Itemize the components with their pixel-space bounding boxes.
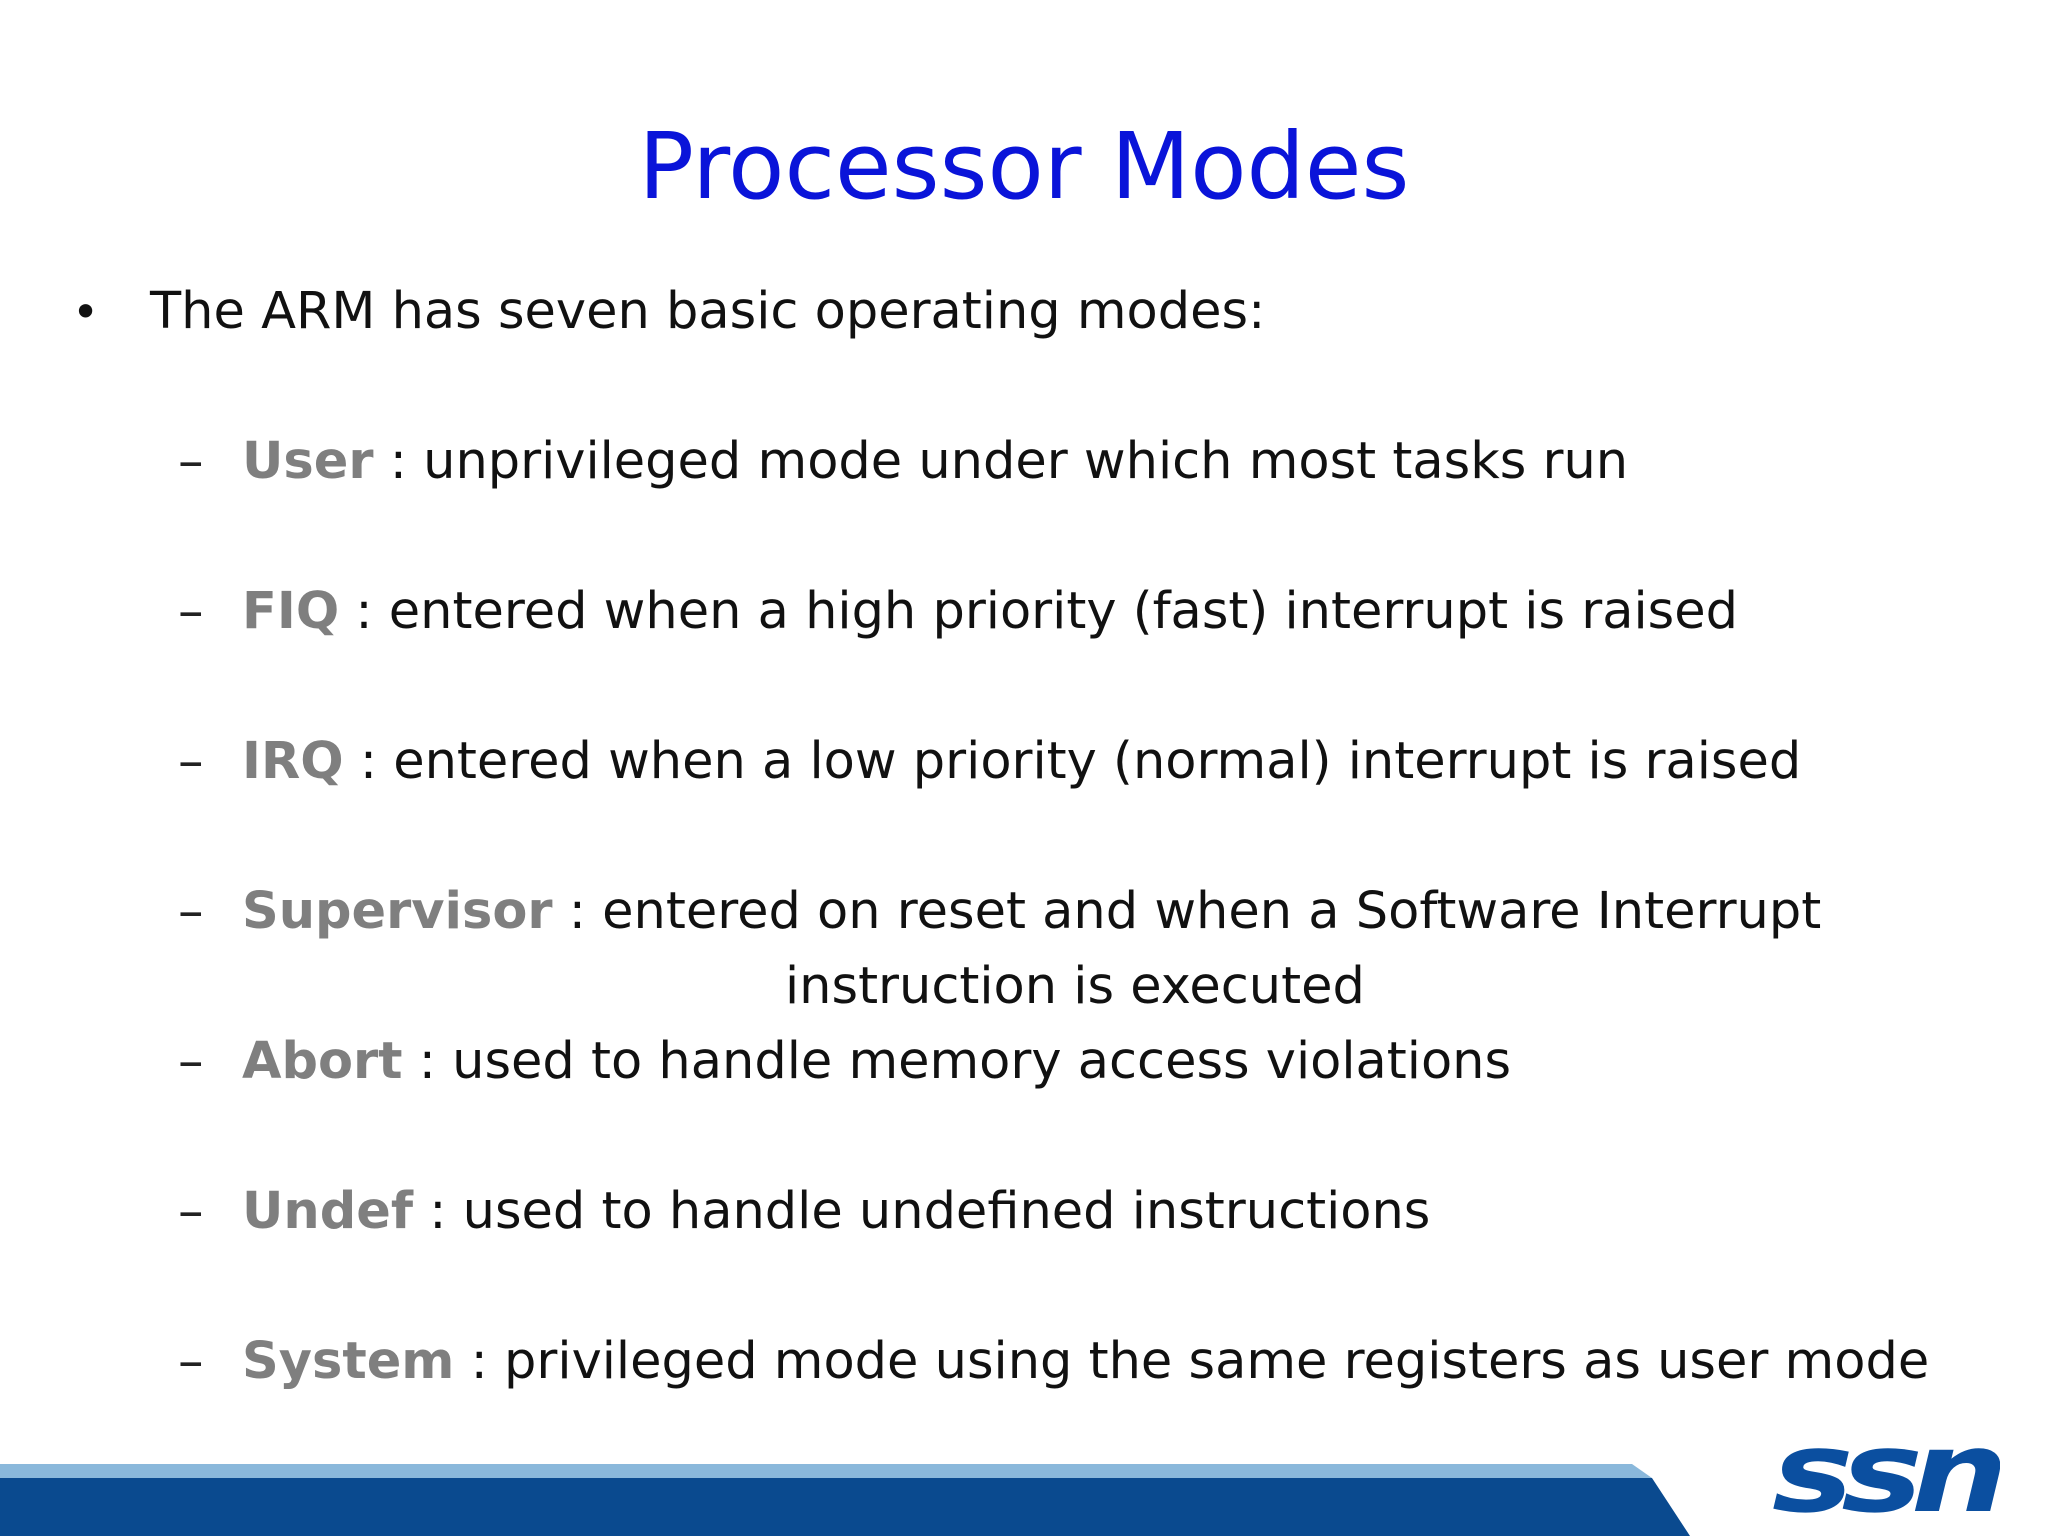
ssn-logo-text: ssn [1772, 1425, 2000, 1525]
mode-description: : entered when a low priority (normal) i… [343, 732, 1802, 791]
mode-name: FIQ [242, 582, 340, 641]
footer-band-dark [0, 1478, 1690, 1536]
mode-item-supervisor: –Supervisor : entered on reset and when … [178, 882, 1821, 942]
mode-name: Undef [242, 1182, 414, 1241]
footer-band-light [0, 1464, 1652, 1478]
slide-title: Processor Modes [638, 113, 1410, 220]
mode-item-irq: –IRQ : entered when a low priority (norm… [178, 732, 1801, 792]
mode-description: : used to handle memory access violation… [402, 1032, 1512, 1091]
bullet-intro: • The ARM has seven basic operating modes… [72, 282, 1265, 342]
mode-item-user: –User : unprivileged mode under which mo… [178, 432, 1628, 492]
bullet-intro-text: The ARM has seven basic operating modes: [150, 282, 1266, 341]
mode-description-continuation: instruction is executed [785, 957, 1365, 1016]
mode-description: : used to handle undefined instructions [413, 1182, 1431, 1241]
dash-marker: – [178, 1032, 204, 1091]
dash-marker: – [178, 882, 204, 941]
mode-description: : unprivileged mode under which most tas… [373, 432, 1629, 491]
dash-marker: – [178, 582, 204, 641]
mode-name: Supervisor [242, 882, 553, 941]
mode-name: System [242, 1332, 455, 1391]
bullet-dot: • [72, 285, 100, 339]
mode-name: User [242, 432, 374, 491]
ssn-logo: ssn [1772, 1425, 2000, 1525]
dash-marker: – [178, 1332, 204, 1391]
mode-description: : entered on reset and when a Software I… [552, 882, 1822, 941]
mode-item-system: –System : privileged mode using the same… [178, 1332, 1929, 1392]
mode-description: : entered when a high priority (fast) in… [339, 582, 1738, 641]
dash-marker: – [178, 1182, 204, 1241]
footer-band [0, 1464, 1690, 1536]
mode-name: Abort [242, 1032, 403, 1091]
dash-marker: – [178, 432, 204, 491]
mode-item-abort: –Abort : used to handle memory access vi… [178, 1032, 1511, 1092]
mode-item-fiq: –FIQ : entered when a high priority (fas… [178, 582, 1738, 642]
dash-marker: – [178, 732, 204, 791]
mode-description: : privileged mode using the same registe… [454, 1332, 1930, 1391]
mode-name: IRQ [242, 732, 344, 791]
mode-item-undef: –Undef : used to handle undefined instru… [178, 1182, 1430, 1242]
